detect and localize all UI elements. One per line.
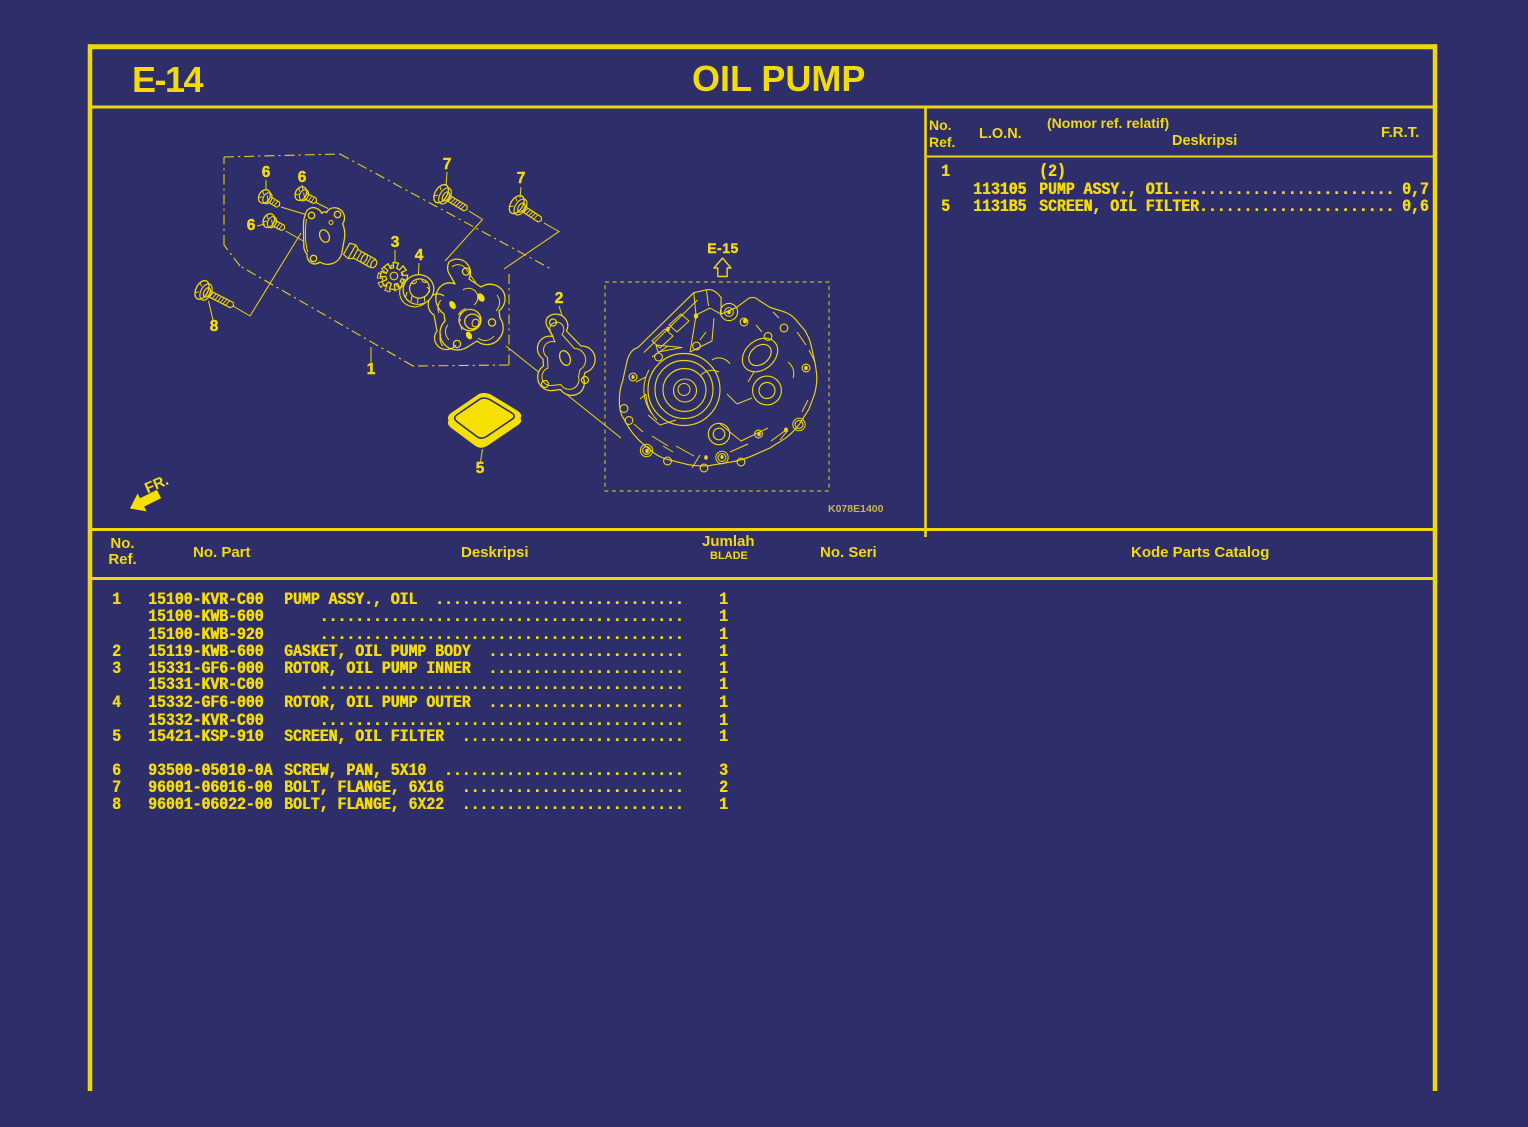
svg-text:7: 7 [443, 156, 452, 173]
svg-text:2: 2 [555, 290, 564, 307]
svg-text:7: 7 [517, 170, 526, 187]
svg-text:K078E1400: K078E1400 [828, 503, 884, 515]
svg-text:FR.: FR. [142, 472, 171, 497]
svg-text:6: 6 [247, 217, 256, 234]
svg-text:1: 1 [367, 361, 376, 378]
svg-text:8: 8 [210, 318, 219, 335]
svg-text:6: 6 [298, 169, 307, 186]
svg-text:E-15: E-15 [707, 240, 739, 256]
svg-text:4: 4 [415, 247, 424, 264]
svg-text:6: 6 [262, 164, 271, 181]
svg-text:5: 5 [476, 460, 485, 477]
svg-text:3: 3 [391, 234, 400, 251]
